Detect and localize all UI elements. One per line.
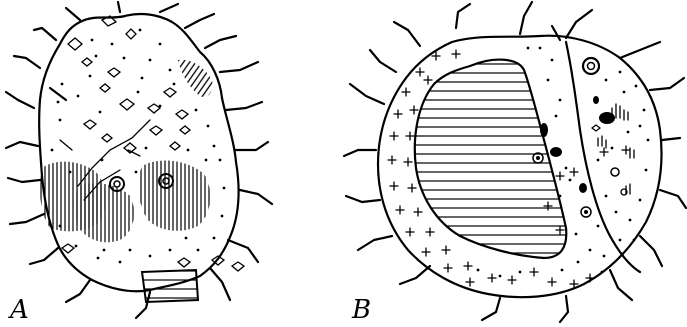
panel-b: B [344,2,686,325]
panel-a: A [6,2,272,325]
panel-a-cell-outline [39,14,238,291]
panel-b-label: B [351,295,371,325]
panel-a-processes [6,2,272,318]
panel-a-hatch-center-lobe [74,183,134,242]
panel-a-hatch-right-lobe [139,160,211,230]
panel-a-label: A [8,295,29,325]
panel-a-bottom-box [142,270,198,302]
panel-a-hatch-top-right [178,60,212,97]
panel-b-nucleus-top [583,58,599,74]
panel-b-divider [566,42,640,272]
